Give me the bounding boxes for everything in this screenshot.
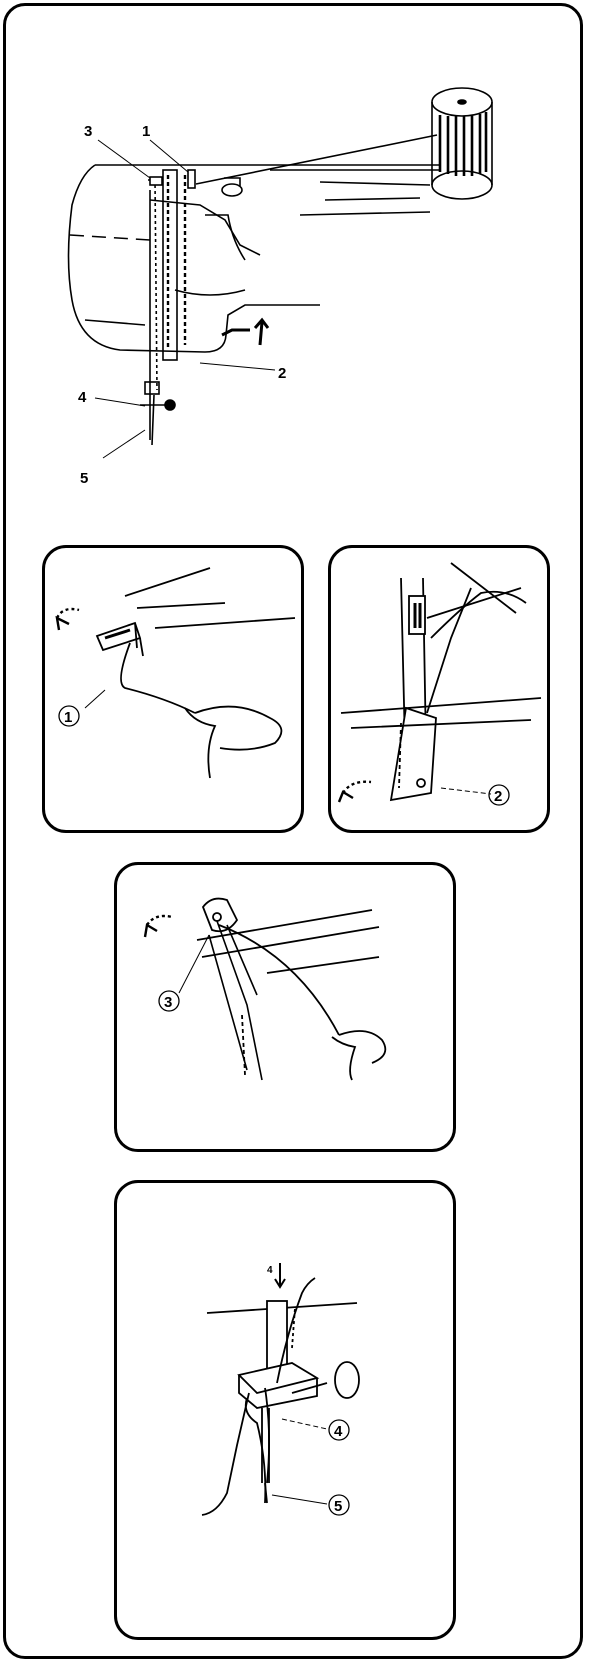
step-2-illustration: 2 bbox=[331, 548, 550, 833]
step-3-illustration: 3 bbox=[117, 865, 456, 1152]
step-1-panel: 1 bbox=[42, 545, 304, 833]
step-4-illustration: 4 4 5 bbox=[117, 1183, 456, 1640]
callout-2: 2 bbox=[278, 365, 286, 382]
step-2-label: 2 bbox=[494, 788, 502, 805]
step-5-label: 5 bbox=[334, 1498, 342, 1515]
step-1-label: 1 bbox=[64, 709, 72, 726]
callout-5: 5 bbox=[80, 470, 88, 487]
callout-3: 3 bbox=[84, 123, 92, 140]
step-2-panel: 2 bbox=[328, 545, 550, 833]
machine-overview: 3 1 2 4 5 bbox=[0, 0, 594, 520]
step-4-label: 4 bbox=[334, 1423, 343, 1440]
step-1-illustration: 1 bbox=[45, 548, 304, 833]
callout-4: 4 bbox=[78, 389, 87, 406]
step-4-arrow-label: 4 bbox=[267, 1265, 273, 1276]
callout-1: 1 bbox=[142, 123, 150, 140]
step-3-panel: 3 bbox=[114, 862, 456, 1152]
step-4-panel: 4 4 5 bbox=[114, 1180, 456, 1640]
step-3-label: 3 bbox=[164, 994, 172, 1011]
